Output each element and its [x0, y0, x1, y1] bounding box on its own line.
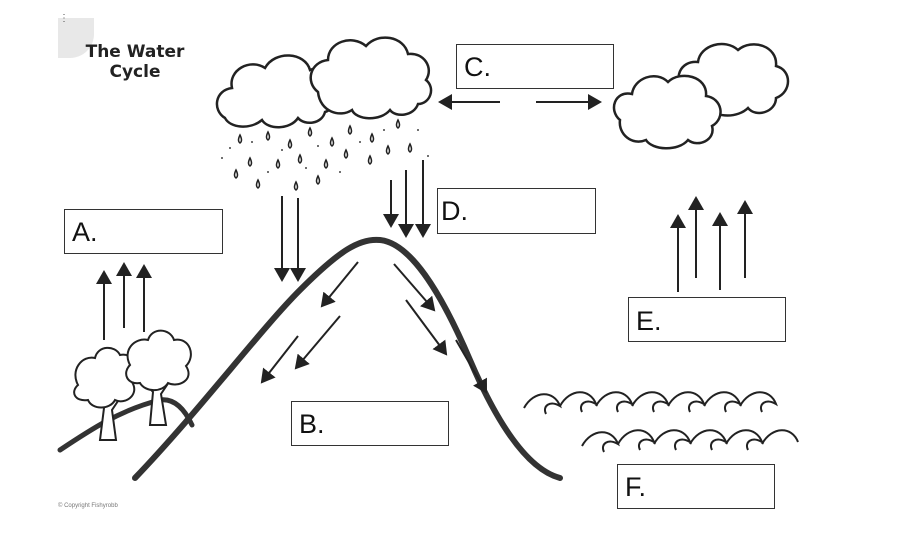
hill-outline [57, 397, 195, 453]
diagram-title: The Water Cycle [80, 42, 190, 82]
label-c: C. [464, 52, 491, 82]
label-f: F. [625, 472, 647, 502]
label-box-b[interactable] [291, 401, 449, 446]
label-box-e[interactable] [628, 297, 786, 342]
trees-icon [73, 329, 192, 441]
label-b: B. [299, 409, 325, 439]
water-waves-icon [523, 391, 799, 453]
title-line-1: The Water [85, 42, 185, 62]
label-d: D. [441, 196, 468, 226]
label-box-a[interactable] [64, 209, 223, 254]
rain-dots [221, 129, 429, 173]
label-e: E. [636, 306, 662, 336]
title-line-2: Cycle [109, 62, 161, 82]
label-box-c[interactable] [456, 44, 614, 89]
mountain-outline [132, 236, 563, 481]
precipitation-arrows [274, 160, 431, 282]
copyright-text: © Copyright Fishyrobb [58, 503, 118, 509]
rain-cloud-icon [215, 36, 433, 129]
raindrops-icon [233, 118, 413, 191]
label-box-d[interactable] [437, 188, 596, 234]
evaporation-arrows [670, 196, 753, 292]
label-box-f[interactable] [617, 464, 775, 509]
label-a: A. [72, 217, 98, 247]
runoff-arrows [260, 261, 487, 394]
cloud-icon [612, 42, 790, 150]
more-options-icon[interactable]: ⋮ [59, 13, 69, 24]
transpiration-arrows [96, 262, 152, 340]
